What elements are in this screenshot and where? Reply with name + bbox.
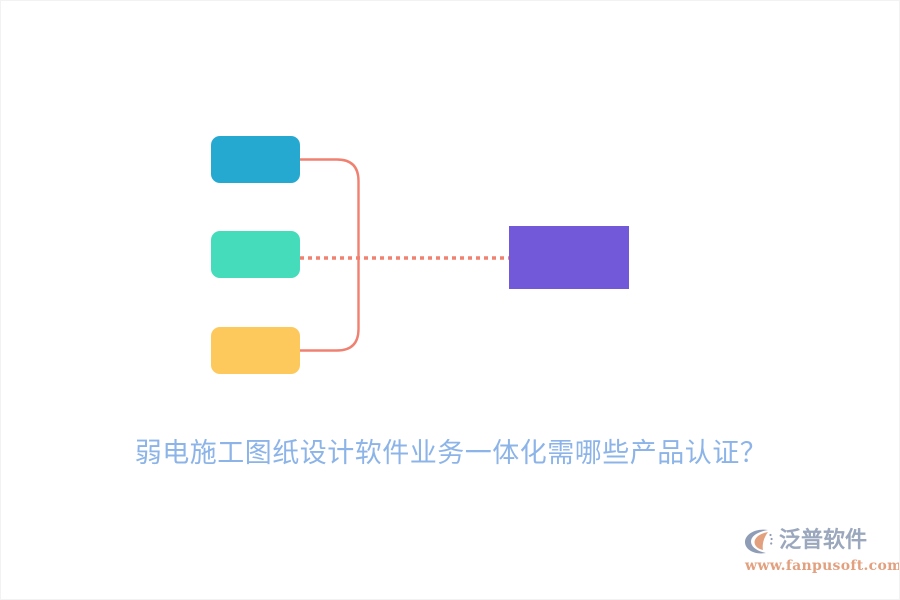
connector-lines [298, 158, 509, 352]
diagram-node-green-label [211, 231, 300, 278]
fanpu-logo-icon [745, 529, 773, 554]
diagram-node-purple[interactable] [509, 226, 629, 289]
connector-top-solid [298, 158, 360, 260]
diagram-node-yellow-label [211, 327, 300, 374]
diagram-node-purple-label [509, 226, 629, 289]
watermark: 泛普软件 www.fanpusoft.com [743, 525, 900, 581]
watermark-brand-row: 泛普软件 [743, 525, 883, 557]
diagram-node-green[interactable] [211, 231, 300, 278]
watermark-brand-text: 泛普软件 [779, 528, 868, 553]
diagram-node-blue-label [211, 136, 300, 183]
diagram-node-blue[interactable] [211, 136, 300, 183]
diagram-node-yellow[interactable] [211, 327, 300, 374]
watermark-url-text: www.fanpusoft.com [745, 558, 900, 574]
connector-bottom-solid [298, 256, 360, 352]
page-title: 弱电施工图纸设计软件业务一体化需哪些产品认证？ [134, 438, 768, 469]
diagram-canvas [1, 1, 899, 421]
